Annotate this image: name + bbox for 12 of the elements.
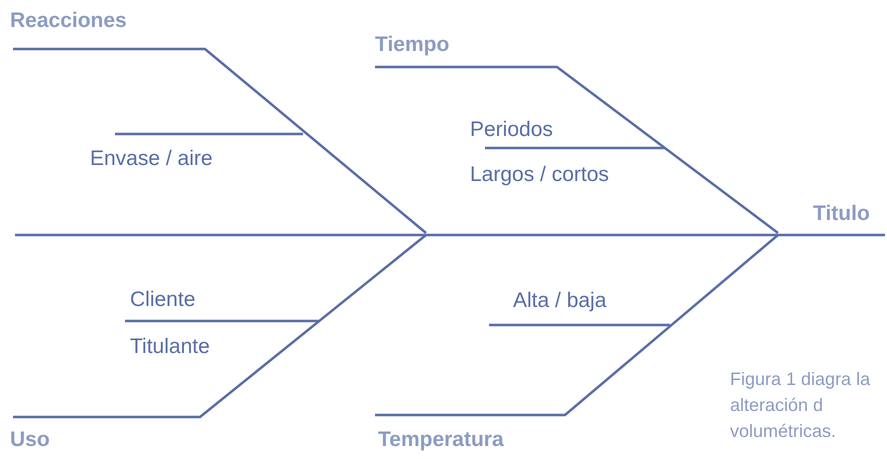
category-label: Uso — [10, 427, 50, 453]
effect-label: Titulo — [813, 201, 870, 227]
category-label: Temperatura — [378, 427, 504, 453]
cause-label: Alta / baja — [513, 288, 606, 314]
category-label: Reacciones — [10, 8, 127, 34]
cause-label: Largos / cortos — [470, 162, 609, 188]
category-label: Tiempo — [375, 32, 450, 58]
cause-label: Titulante — [130, 334, 210, 360]
figure-caption: Figura 1 diagra la alteración d volumétricas. — [730, 368, 872, 443]
cause-label: Envase / aire — [90, 146, 213, 172]
cause-label: Cliente — [130, 287, 196, 313]
cause-label: Periodos — [470, 117, 553, 143]
